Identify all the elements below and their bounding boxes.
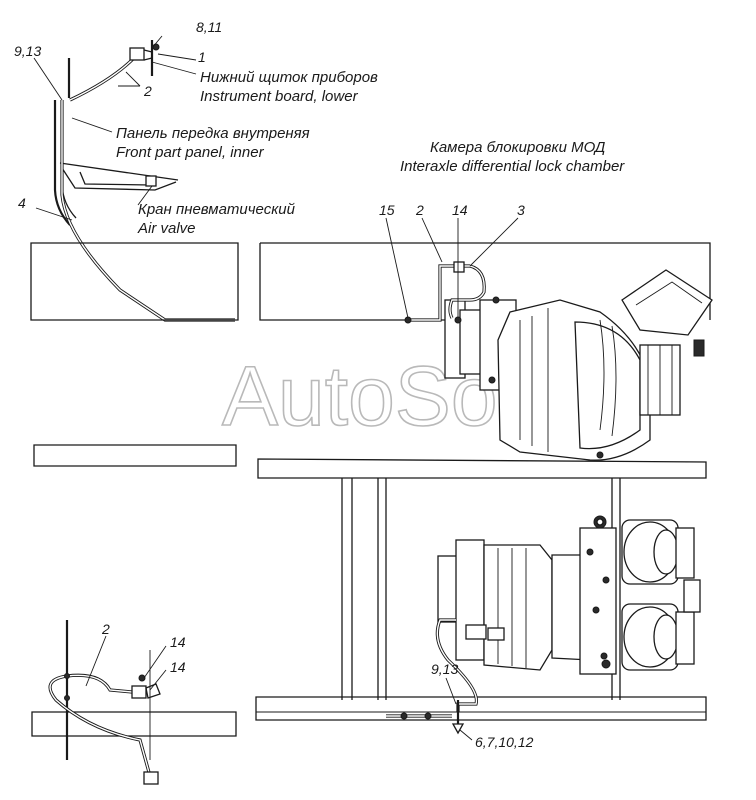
air-valve [145,175,157,187]
label-9-13-bottom: 9,13 [431,661,458,677]
label-4: 4 [18,195,26,211]
air-valve-ru: Кран пневматический [138,201,296,218]
label-8-11: 8,11 [196,19,222,35]
bottom-left-detail [48,620,161,785]
leaders-bottom-right [445,677,473,741]
frame-rail-bottom [31,696,707,737]
instrument-board-ru: Нижний щиток приборов [200,69,378,86]
chamber-pipe-top [404,261,486,324]
transfer-case-top [444,269,713,461]
label-3: 3 [517,202,525,218]
leaders-bottom-left [85,635,167,691]
chamber-pipe-bottom [386,618,479,735]
leaders-top-left [33,35,197,221]
label-6-7-10-12: 6,7,10,12 [475,734,534,750]
label-14-bottom-a: 14 [170,634,186,650]
cylinder-upper [621,519,695,585]
label-2-mid: 2 [415,202,424,218]
leaders-top-right [385,217,519,319]
transfer-case-bottom [437,515,701,675]
frame-rail-middle [33,444,707,479]
frame-crossmembers [341,478,621,700]
front-panel-en: Front part panel, inner [116,144,265,161]
callouts: 8,11 9,13 1 2 Нижний щиток приборов Inst… [14,19,625,750]
label-2-top: 2 [143,83,152,99]
front-panel-ru: Панель передка внутреняя [116,125,310,142]
air-valve-en: Air valve [137,220,196,237]
frame-rail-top [30,242,711,321]
label-2-bottom: 2 [101,621,110,637]
lock-chamber-ru: Камера блокировки МОД [430,139,606,156]
label-14-mid: 14 [452,202,468,218]
label-15: 15 [379,202,395,218]
label-9-13-top: 9,13 [14,43,41,59]
lock-chamber-en: Interaxle differential lock chamber [400,158,625,175]
label-1: 1 [198,49,206,65]
cylinder-lower [621,603,695,671]
label-14-bottom-b: 14 [170,659,186,675]
instrument-board-en: Instrument board, lower [200,88,359,105]
